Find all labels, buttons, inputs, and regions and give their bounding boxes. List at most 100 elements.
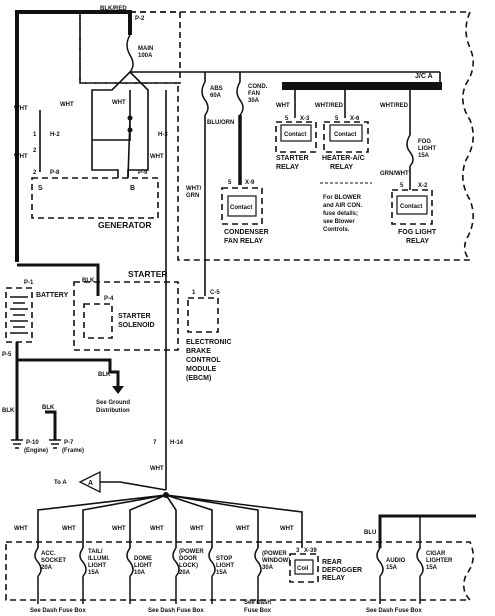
- pin-2-h2: 2: [33, 148, 37, 154]
- rear-defogger-relay: [289, 553, 319, 583]
- fuse-acc-l1: ACC.: [41, 551, 56, 557]
- wire-blk-starter: [17, 263, 100, 296]
- connector-x6: X-6: [350, 116, 360, 122]
- dash-fuse-box-outline: [5, 541, 474, 601]
- wire-label-wht-d2: WHT: [62, 526, 76, 532]
- blower-note-3: fuse details;: [323, 211, 358, 217]
- footer-down-wires: [37, 576, 421, 604]
- pin-3-x39: 3: [296, 548, 300, 554]
- ground-engine-icon: [11, 439, 23, 449]
- heater-relay-label-1: HEATER-A/C: [322, 155, 365, 162]
- fuse-door-l2: DOOR: [179, 556, 198, 562]
- ebcm-label-2: BRAKE: [186, 348, 211, 355]
- blower-note-4: see Blower: [323, 219, 355, 225]
- fog-fuse-rating: 15A: [418, 153, 430, 159]
- fuse-stop-l1: STOP: [216, 556, 232, 562]
- wire-generator-feed: [91, 71, 131, 178]
- wire-distribution: [37, 494, 303, 548]
- connector-p4: P-4: [104, 296, 114, 302]
- wire-label-blk-engine: BLK: [2, 408, 15, 414]
- connector-p8: P-8: [50, 170, 60, 176]
- connector-p7: P-7: [64, 440, 74, 446]
- heater-relay-contact: [329, 124, 363, 142]
- ebcm-box: [187, 297, 219, 333]
- footer-see-dash-1: See Dash Fuse Box: [30, 608, 86, 614]
- ground-engine-label: (Engine): [24, 448, 48, 454]
- fuse-acc-socket: [34, 547, 42, 577]
- battery-label: BATTERY: [36, 292, 69, 299]
- fuse-dome-light: [126, 547, 134, 577]
- connector-x2: X-2: [418, 183, 428, 189]
- splice-gen-1: [127, 115, 133, 121]
- fuse-audio: [376, 547, 384, 577]
- generator-terminal-s: S: [38, 185, 43, 192]
- wire-label-wht-d6: WHT: [236, 526, 250, 532]
- fuse-window-l1: (POWER: [262, 551, 287, 557]
- wire-label-blu-orn: BLU/ORN: [207, 120, 234, 126]
- wire-label-wht-gen-3: WHT: [150, 154, 164, 160]
- fuse-audio-l2: 15A: [386, 565, 398, 571]
- fuse-tail-l2: ILLUMI.: [88, 556, 110, 562]
- wire-label-wht-starter: WHT: [276, 103, 290, 109]
- blower-note-2: and AIR CON.: [323, 203, 362, 209]
- fog-fuse-name-2: LIGHT: [418, 146, 436, 152]
- cond-fan-fuse-rating: 30A: [248, 98, 260, 104]
- fuse-dome-l1: DOME: [134, 556, 152, 562]
- fuse-tail-illumi: [79, 547, 87, 577]
- fuse-cigar-lighter: [416, 516, 424, 577]
- rear-defog-label-3: RELAY: [322, 575, 345, 582]
- fuse-stop-l3: 15A: [216, 570, 228, 576]
- pin-5-starter: 5: [285, 116, 289, 122]
- ebcm-label-5: (EBCM): [186, 375, 211, 382]
- wire-label-blk-starter: BLK: [82, 278, 95, 284]
- starter-box: [73, 281, 179, 351]
- fuse-dome-l3: 10A: [134, 570, 146, 576]
- starter-solenoid: [83, 303, 113, 339]
- fog-relay-contact: [396, 195, 428, 215]
- ebcm-label-3: CONTROL: [186, 357, 221, 364]
- cond-fan-fuse-name-2: FAN: [248, 91, 260, 97]
- junction-connector-a: [282, 82, 442, 90]
- wire-blk-red-main: [15, 10, 132, 262]
- ground-frame-icon: [49, 439, 61, 449]
- wire-label-blk-red: BLK/RED: [100, 6, 127, 12]
- connector-x39: X-39: [304, 548, 317, 554]
- solenoid-label-1: STARTER: [118, 313, 151, 320]
- fuse-window-l2: WINDOW): [262, 558, 290, 564]
- wire-label-wht-d5: WHT: [190, 526, 204, 532]
- ebcm-label-4: MODULE: [186, 366, 217, 373]
- wire-label-wht-red-fog: WHT/RED: [380, 103, 409, 109]
- condenser-relay-label-1: CONDENSER: [224, 229, 269, 236]
- abs-fuse-symbol: [201, 81, 209, 116]
- wire-label-blu: BLU: [364, 530, 376, 536]
- ground-note-1: See Ground: [96, 400, 130, 406]
- rear-defogger-coil: [294, 559, 314, 575]
- solenoid-label-2: SOLENOID: [118, 322, 155, 329]
- generator-box: [31, 177, 159, 219]
- connector-p9: P-9: [138, 170, 148, 176]
- footer-see-dash-3a: See Dash: [244, 600, 271, 606]
- wire-label-wht-gen-2: WHT: [112, 100, 126, 106]
- pin-1-h2: 1: [33, 132, 37, 138]
- ground-arrow: [112, 386, 124, 394]
- connector-p1: P-1: [24, 280, 34, 286]
- wire-label-blk-frame: BLK: [42, 405, 55, 411]
- fuse-cigar-l2: LIGHTER: [426, 558, 453, 564]
- heater-ac-relay: [323, 121, 369, 153]
- connector-p10: P-10: [26, 440, 39, 446]
- wire-label-wht-d3: WHT: [112, 526, 126, 532]
- ebcm-label-1: ELECTRONIC: [186, 339, 232, 346]
- wire-label-wht-red-heater: WHT/RED: [315, 103, 344, 109]
- connector-h14: H-14: [170, 440, 184, 446]
- fuse-door-l4: 20A: [179, 570, 191, 576]
- wire-label-blk-ground: BLK: [98, 372, 111, 378]
- starter-relay: [275, 121, 317, 153]
- ground-note-2: Distribution: [96, 408, 130, 414]
- connector-x3: X-3: [300, 116, 310, 122]
- fog-fuse-name-1: FOG: [418, 139, 431, 145]
- condenser-fan-relay: [221, 187, 263, 225]
- wire-label-wht-gen-4: WHT: [14, 106, 28, 112]
- underhood-fuse-box-outline: [79, 11, 474, 261]
- footer-see-dash-2: See Dash Fuse Box: [148, 608, 204, 614]
- wire-label-wht-gen-1: WHT: [60, 102, 74, 108]
